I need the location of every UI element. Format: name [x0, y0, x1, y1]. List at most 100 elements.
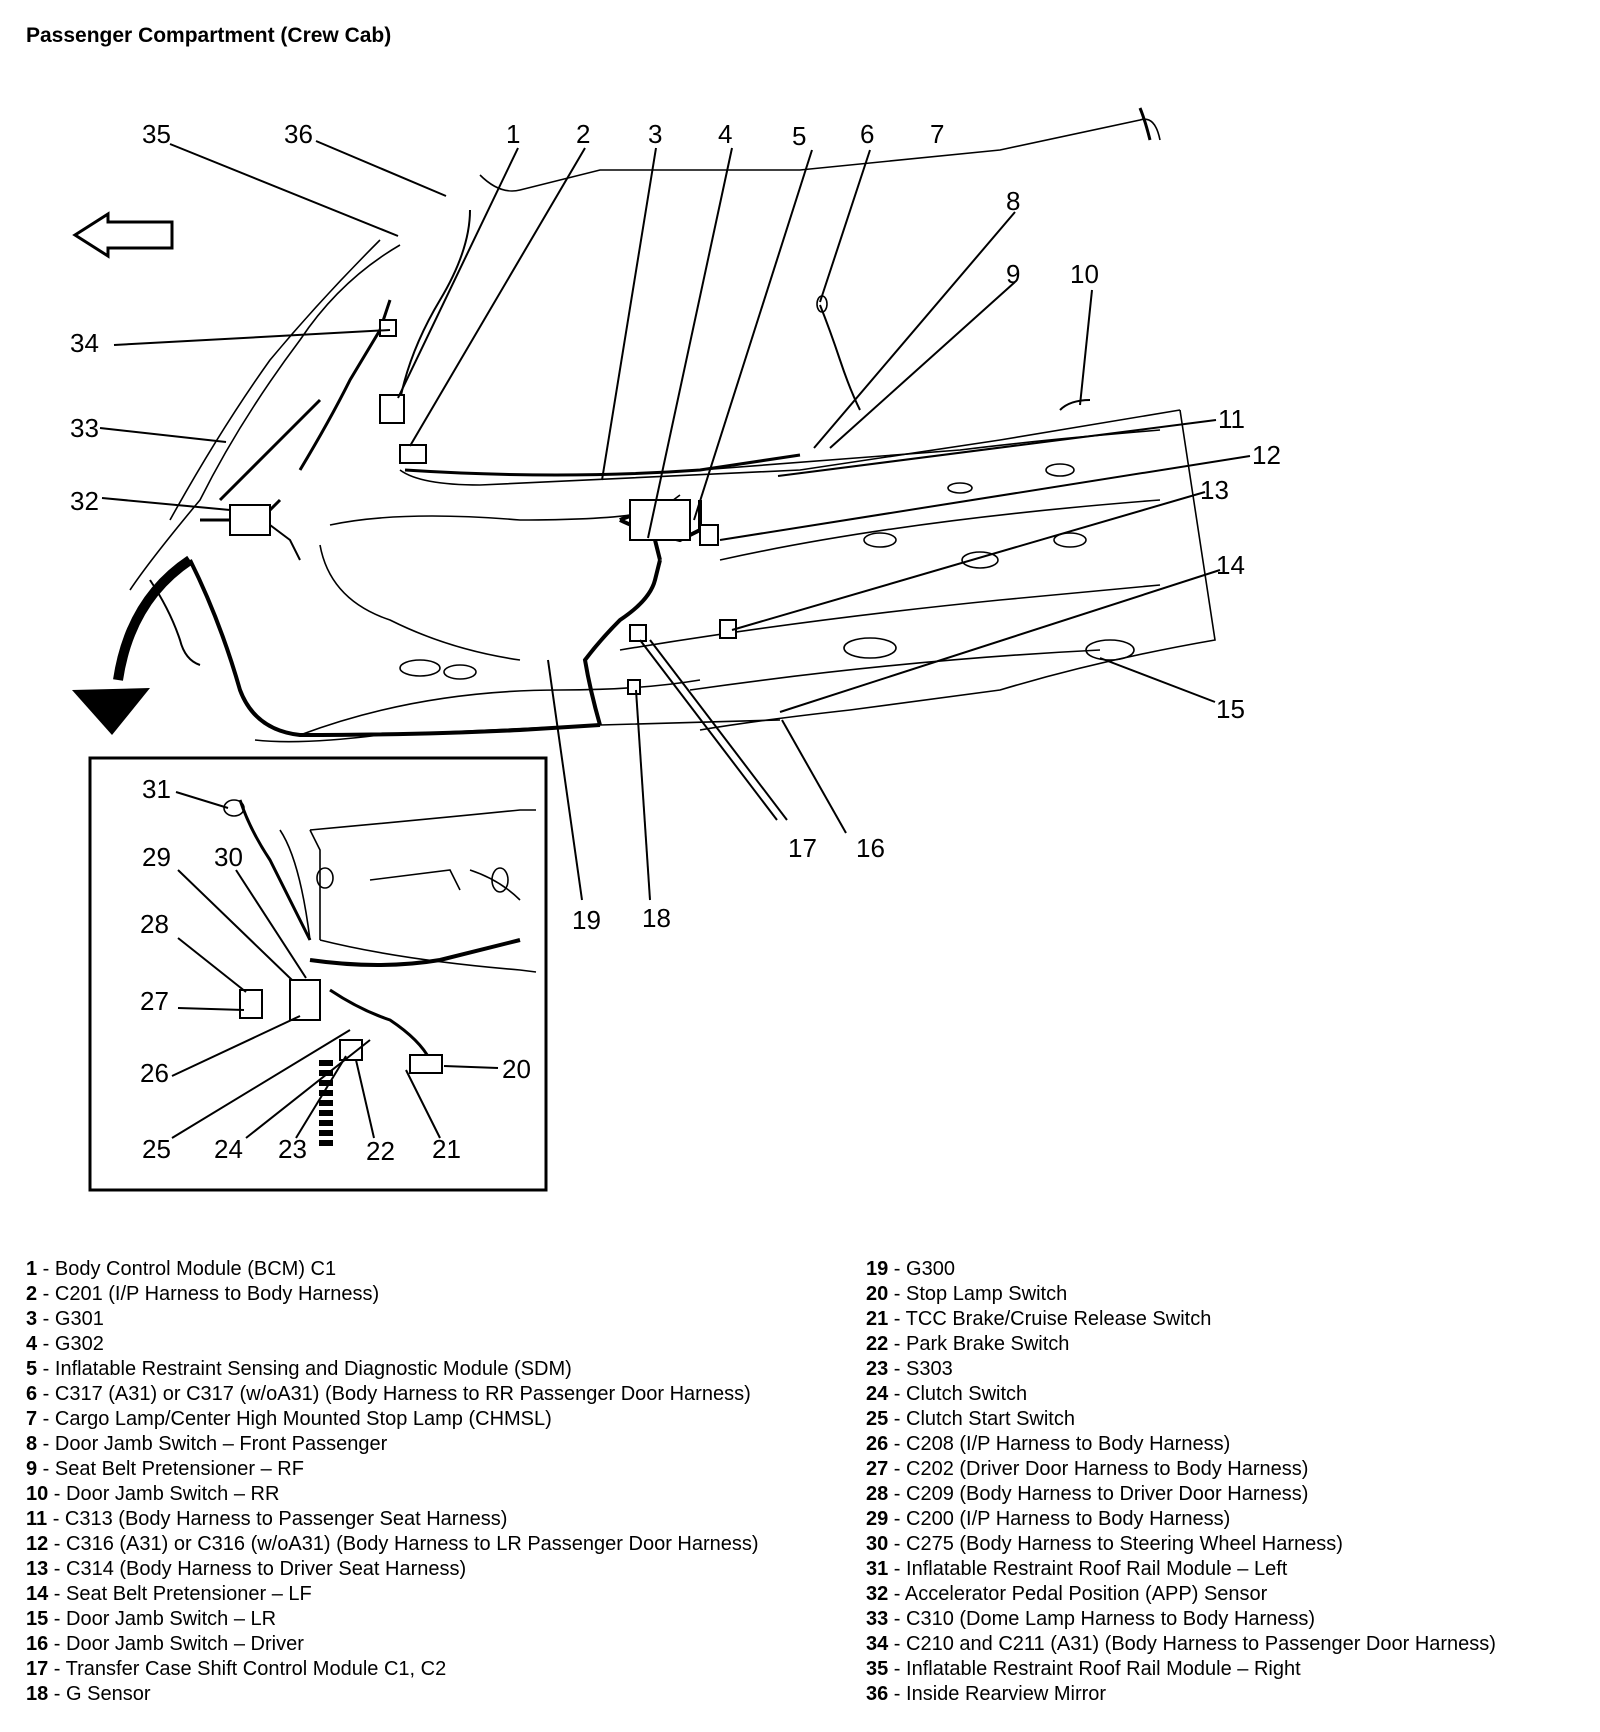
callout-14: 14 — [1216, 550, 1245, 580]
callout-5: 5 — [792, 121, 806, 151]
legend-item-number: 12 — [26, 1533, 49, 1555]
inset-detail — [88, 756, 548, 1192]
forward-arrow-icon — [72, 211, 174, 259]
legend-item: 21 - TCC Brake/Cruise Release Switch — [866, 1307, 1586, 1332]
callout-25: 25 — [142, 1134, 171, 1164]
legend-item-number: 29 — [866, 1508, 889, 1530]
legend-item: 34 - C210 and C211 (A31) (Body Harness t… — [866, 1632, 1586, 1657]
legend-item: 4 - G302 — [26, 1332, 826, 1357]
leader-lines — [99, 140, 1251, 901]
callout-17: 17 — [788, 833, 817, 863]
legend-item: 9 - Seat Belt Pretensioner – RF — [26, 1457, 826, 1482]
legend-item-number: 28 — [866, 1483, 889, 1505]
vehicle-floor-outline — [129, 107, 1216, 743]
callout-27: 27 — [140, 986, 169, 1016]
legend-item-text: - Inflatable Restraint Roof Rail Module … — [888, 1558, 1288, 1580]
callout-30: 30 — [214, 842, 243, 872]
legend-item: 20 - Stop Lamp Switch — [866, 1282, 1586, 1307]
legend-item: 11 - C313 (Body Harness to Passenger Sea… — [26, 1507, 826, 1532]
legend-item-text: - Transfer Case Shift Control Module C1,… — [48, 1658, 447, 1680]
legend-item-text: - Clutch Start Switch — [888, 1408, 1075, 1430]
callout-12: 12 — [1252, 440, 1281, 470]
callout-31: 31 — [142, 774, 171, 804]
legend-item-text: - Clutch Switch — [888, 1383, 1028, 1405]
legend-item-number: 22 — [866, 1333, 889, 1355]
legend-item-number: 35 — [866, 1658, 889, 1680]
legend-item-number: 11 — [26, 1508, 48, 1530]
legend-item: 14 - Seat Belt Pretensioner – LF — [26, 1582, 826, 1607]
legend-item-text: - Cargo Lamp/Center High Mounted Stop La… — [37, 1408, 552, 1430]
legend-item: 10 - Door Jamb Switch – RR — [26, 1482, 826, 1507]
legend-item: 2 - C201 (I/P Harness to Body Harness) — [26, 1282, 826, 1307]
legend-item-text: - C208 (I/P Harness to Body Harness) — [888, 1433, 1231, 1455]
callout-34: 34 — [70, 328, 99, 358]
callout-23: 23 — [278, 1134, 307, 1164]
callout-21: 21 — [432, 1134, 461, 1164]
legend-item-number: 13 — [26, 1558, 49, 1580]
legend-item: 12 - C316 (A31) or C316 (w/oA31) (Body H… — [26, 1532, 826, 1557]
legend-item-text: - Door Jamb Switch – Front Passenger — [37, 1433, 388, 1455]
legend-item-text: - Door Jamb Switch – Driver — [48, 1633, 304, 1655]
legend-item-text: - C317 (A31) or C317 (w/oA31) (Body Harn… — [37, 1383, 751, 1405]
legend-item-text: - Door Jamb Switch – RR — [48, 1483, 280, 1505]
legend-item-text: - C275 (Body Harness to Steering Wheel H… — [888, 1533, 1343, 1555]
legend-item: 17 - Transfer Case Shift Control Module … — [26, 1657, 826, 1682]
legend-item: 29 - C200 (I/P Harness to Body Harness) — [866, 1507, 1586, 1532]
callout-1: 1 — [506, 119, 520, 149]
callout-16: 16 — [856, 833, 885, 863]
legend-item-number: 32 — [866, 1583, 889, 1605]
legend-item-text: - C209 (Body Harness to Driver Door Harn… — [888, 1483, 1309, 1505]
legend-item-text: - G300 — [888, 1258, 955, 1280]
legend-item-number: 9 — [26, 1458, 38, 1480]
inset-pointer-arrow-icon — [72, 555, 193, 735]
callout-26: 26 — [140, 1058, 169, 1088]
legend-item-text: - Seat Belt Pretensioner – LF — [48, 1583, 312, 1605]
callout-6: 6 — [860, 119, 874, 149]
callout-28: 28 — [140, 909, 169, 939]
legend-item: 18 - G Sensor — [26, 1682, 826, 1707]
legend-item: 22 - Park Brake Switch — [866, 1332, 1586, 1357]
legend-item-number: 26 — [866, 1433, 889, 1455]
legend-item-text: - S303 — [888, 1358, 953, 1380]
callout-15: 15 — [1216, 694, 1245, 724]
callout-8: 8 — [1006, 186, 1020, 216]
legend-item-number: 8 — [26, 1433, 38, 1455]
legend-item-text: - C201 (I/P Harness to Body Harness) — [37, 1283, 380, 1305]
legend-item: 25 - Clutch Start Switch — [866, 1407, 1586, 1432]
callout-11: 11 — [1218, 404, 1245, 434]
legend-item-number: 19 — [866, 1258, 889, 1280]
legend-item: 1 - Body Control Module (BCM) C1 — [26, 1257, 826, 1282]
legend-item-number: 18 — [26, 1683, 49, 1705]
legend-item: 27 - C202 (Driver Door Harness to Body H… — [866, 1457, 1586, 1482]
legend-item-number: 17 — [26, 1658, 49, 1680]
legend-item-text: - Door Jamb Switch – LR — [48, 1608, 277, 1630]
legend-item-text: - C316 (A31) or C316 (w/oA31) (Body Harn… — [48, 1533, 759, 1555]
callout-36: 36 — [284, 119, 313, 149]
callout-10: 10 — [1070, 259, 1099, 289]
legend-item: 26 - C208 (I/P Harness to Body Harness) — [866, 1432, 1586, 1457]
legend-item: 16 - Door Jamb Switch – Driver — [26, 1632, 826, 1657]
legend-item: 19 - G300 — [866, 1257, 1586, 1282]
legend-item: 31 - Inflatable Restraint Roof Rail Modu… — [866, 1557, 1586, 1582]
callout-35: 35 — [142, 119, 171, 149]
legend-item-text: - Inflatable Restraint Sensing and Diagn… — [37, 1358, 572, 1380]
legend-item: 28 - C209 (Body Harness to Driver Door H… — [866, 1482, 1586, 1507]
callout-32: 32 — [70, 486, 99, 516]
legend-item-text: - Accelerator Pedal Position (APP) Senso… — [888, 1583, 1268, 1605]
legend-item-text: - G302 — [37, 1333, 104, 1355]
legend-item: 5 - Inflatable Restraint Sensing and Dia… — [26, 1357, 826, 1382]
legend-item-text: - G301 — [37, 1308, 104, 1330]
legend-item-text: - C202 (Driver Door Harness to Body Harn… — [888, 1458, 1309, 1480]
legend-item-number: 27 — [866, 1458, 889, 1480]
legend-item-number: 30 — [866, 1533, 889, 1555]
legend-item: 32 - Accelerator Pedal Position (APP) Se… — [866, 1582, 1586, 1607]
page-title: Passenger Compartment (Crew Cab) — [26, 24, 392, 47]
callout-19: 19 — [572, 905, 601, 935]
legend-item: 6 - C317 (A31) or C317 (w/oA31) (Body Ha… — [26, 1382, 826, 1407]
callout-labels: 35 36 1 2 3 4 5 6 7 8 9 10 11 12 13 14 1… — [70, 119, 1281, 1166]
callout-9: 9 — [1006, 259, 1020, 289]
legend-item-number: 10 — [26, 1483, 49, 1505]
legend-item-number: 14 — [26, 1583, 49, 1605]
